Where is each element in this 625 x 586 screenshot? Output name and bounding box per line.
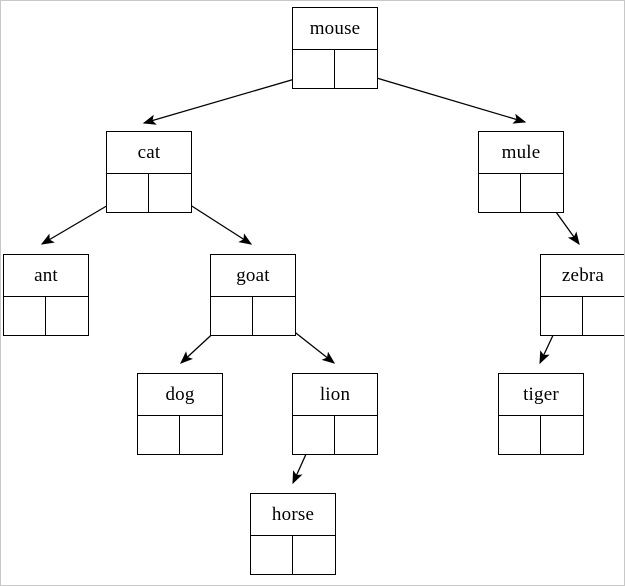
edge-mouse-right-to-mule bbox=[352, 70, 527, 124]
tree-node-label: cat bbox=[107, 132, 191, 174]
tree-node-label: mule bbox=[479, 132, 563, 174]
tree-node-label: mouse bbox=[293, 8, 377, 50]
tree-node-label: lion bbox=[293, 374, 377, 416]
tree-node-label: goat bbox=[211, 255, 295, 297]
pointer-cells bbox=[479, 174, 563, 212]
right-pointer-cell[interactable] bbox=[541, 416, 583, 454]
tree-node-zebra[interactable]: zebra bbox=[540, 254, 624, 336]
tree-node-label: tiger bbox=[499, 374, 583, 416]
left-pointer-cell[interactable] bbox=[293, 50, 335, 88]
pointer-cells bbox=[293, 416, 377, 454]
tree-node-mouse[interactable]: mouse bbox=[292, 7, 378, 89]
tree-node-ant[interactable]: ant bbox=[3, 254, 89, 336]
tree-node-tiger[interactable]: tiger bbox=[498, 373, 584, 455]
tree-node-goat[interactable]: goat bbox=[210, 254, 296, 336]
pointer-cells bbox=[107, 174, 191, 212]
left-pointer-cell[interactable] bbox=[138, 416, 180, 454]
tree-node-label: zebra bbox=[541, 255, 624, 297]
right-pointer-cell[interactable] bbox=[149, 174, 191, 212]
right-pointer-cell[interactable] bbox=[583, 297, 624, 335]
right-pointer-cell[interactable] bbox=[253, 297, 295, 335]
pointer-cells bbox=[541, 297, 624, 335]
pointer-cells bbox=[293, 50, 377, 88]
tree-node-dog[interactable]: dog bbox=[137, 373, 223, 455]
right-pointer-cell[interactable] bbox=[335, 416, 377, 454]
pointer-cells bbox=[499, 416, 583, 454]
tree-node-cat[interactable]: cat bbox=[106, 131, 192, 213]
left-pointer-cell[interactable] bbox=[499, 416, 541, 454]
tree-node-label: dog bbox=[138, 374, 222, 416]
pointer-cells bbox=[4, 297, 88, 335]
tree-node-label: ant bbox=[4, 255, 88, 297]
tree-node-lion[interactable]: lion bbox=[292, 373, 378, 455]
right-pointer-cell[interactable] bbox=[46, 297, 88, 335]
pointer-cells bbox=[251, 536, 335, 574]
left-pointer-cell[interactable] bbox=[479, 174, 521, 212]
left-pointer-cell[interactable] bbox=[4, 297, 46, 335]
left-pointer-cell[interactable] bbox=[541, 297, 583, 335]
left-pointer-cell[interactable] bbox=[107, 174, 149, 212]
left-pointer-cell[interactable] bbox=[293, 416, 335, 454]
right-pointer-cell[interactable] bbox=[335, 50, 377, 88]
tree-node-horse[interactable]: horse bbox=[250, 493, 336, 575]
left-pointer-cell[interactable] bbox=[211, 297, 253, 335]
right-pointer-cell[interactable] bbox=[180, 416, 222, 454]
pointer-cells bbox=[138, 416, 222, 454]
tree-node-mule[interactable]: mule bbox=[478, 131, 564, 213]
left-pointer-cell[interactable] bbox=[251, 536, 293, 574]
right-pointer-cell[interactable] bbox=[293, 536, 335, 574]
edge-mouse-left-to-cat bbox=[142, 73, 313, 125]
right-pointer-cell[interactable] bbox=[521, 174, 563, 212]
pointer-cells bbox=[211, 297, 295, 335]
tree-node-label: horse bbox=[251, 494, 335, 536]
